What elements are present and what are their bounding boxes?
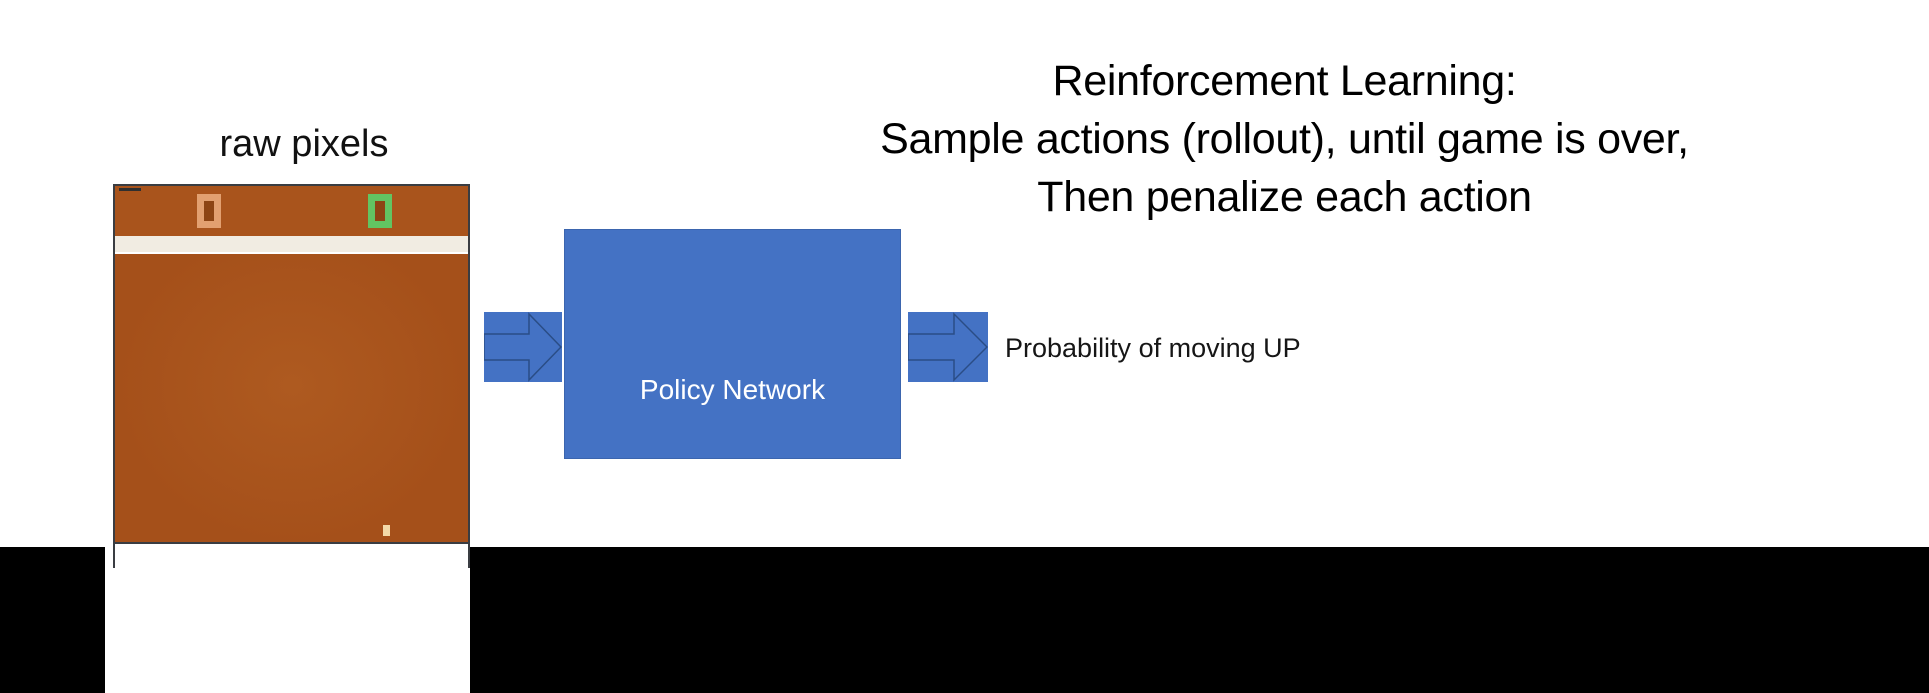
title-line-1: Reinforcement Learning: <box>1052 57 1517 105</box>
pong-score-left <box>197 194 221 228</box>
policy-network-box: Policy Network <box>564 229 901 459</box>
pong-screenshot-bottom-edge <box>113 544 470 568</box>
raw-pixels-label: raw pixels <box>219 123 389 165</box>
policy-network-label: Policy Network <box>639 374 826 405</box>
pong-divider-line <box>115 236 468 254</box>
pong-game-screenshot <box>113 184 470 544</box>
pong-score-left-digit <box>204 201 214 221</box>
title-line-2: Sample actions (rollout), until game is … <box>880 115 1689 163</box>
pong-score-right-digit <box>375 201 385 221</box>
slide-title: Reinforcement Learning: Sample actions (… <box>640 52 1929 226</box>
pong-corner-tick <box>119 188 141 191</box>
pong-score-right <box>368 194 392 228</box>
letterbox-bar-left <box>0 547 105 693</box>
pong-ball <box>383 525 390 536</box>
pong-score-band <box>115 186 468 236</box>
letterbox-bar-right <box>470 547 1929 693</box>
output-arrow-icon <box>908 312 988 382</box>
pong-playfield <box>115 254 468 542</box>
output-label: Probability of moving UP <box>1005 333 1301 363</box>
letterbox-gap <box>105 547 470 693</box>
input-arrow-icon <box>484 312 562 382</box>
title-line-3: Then penalize each action <box>1037 173 1532 221</box>
